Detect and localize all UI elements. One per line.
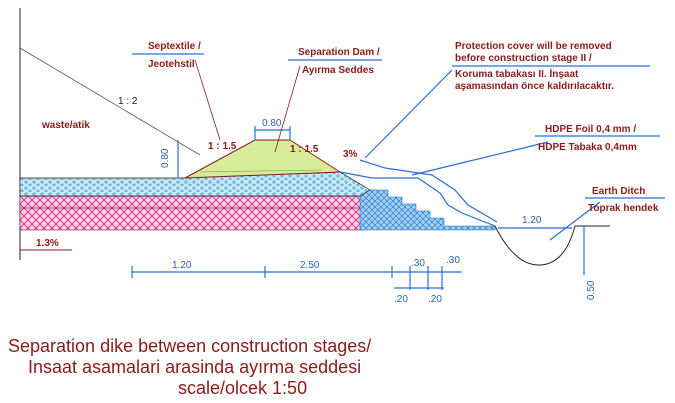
label-slope-main: 1 : 2 [118,96,138,107]
leader-ditch [549,201,601,241]
label-top-width: 0.80 [262,118,282,129]
caption-line-1: Separation dike between construction sta… [8,336,371,356]
label-slope-left: 1 : 1.5 [208,141,237,152]
dike-inner-line [199,169,323,173]
label-waste: waste/atik [41,120,90,131]
leader-hdpe [411,141,549,176]
dim-label-2: 2.50 [300,260,320,271]
label-hdpe-1: HDPE Foil 0,4 mm / [545,124,636,135]
label-gradient-top: 3% [343,149,358,160]
dim-label-1: 1.20 [172,260,192,271]
label-slope-right: 1 : 1.5 [290,144,319,155]
leader-septextile [194,59,221,141]
dim-label-5: .20 [394,294,408,305]
earth-ditch [494,225,576,266]
caption-line-2: Insaat asamalari arasinda ayırma seddesi [28,357,361,377]
leader-dam [274,65,301,153]
label-septextile-2: Jeotehstil [148,59,195,70]
label-dam-2: Ayırma Seddes [302,65,374,76]
label-hdpe-2: HDPE Tabaka 0,4mm [538,142,637,153]
dim-label-4: .30 [446,255,460,266]
label-cover-4: aşamasından önce kaldırılacaktır. [455,81,614,92]
leader-cover [364,69,453,159]
label-height: 0.80 [160,148,171,168]
label-ditch-width: 1.20 [522,215,542,226]
label-ditch-depth: 0.50 [586,280,597,300]
label-gradient-left: 1.3% [36,238,59,249]
dim-label-6: .20 [428,294,442,305]
label-ditch-2: Toprak hendek [588,203,659,214]
base-layer-hatch [19,195,366,231]
dim-label-3: .30 [411,258,425,269]
waste-slope-line [19,47,201,156]
label-cover-2: before construction stage II / [455,53,592,64]
protection-cover-line [359,159,498,223]
hdpe-foil-line [339,171,496,227]
label-cover-3: Koruma tabakası II. İnşaat [455,67,579,80]
caption-line-3: scale/olcek 1:50 [178,378,307,398]
stepped-liner-section [359,189,496,231]
label-cover-1: Protection cover will be removed [455,41,612,52]
label-ditch-1: Earth Ditch [592,186,645,197]
label-dam-1: Separation Dam / [298,47,380,58]
label-septextile-1: Septextile / [148,41,201,52]
